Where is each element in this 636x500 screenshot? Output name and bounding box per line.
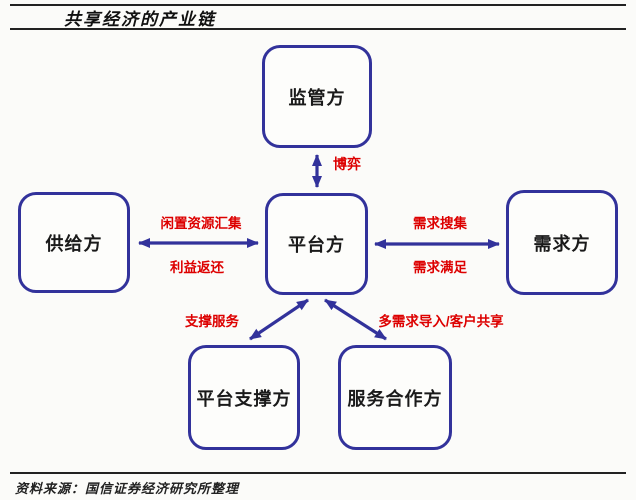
edge-label-multi-demand-import: 多需求导入/客户共享	[378, 314, 504, 329]
node-platform-support-label: 平台支撑方	[196, 388, 292, 409]
node-platform-support: 平台支撑方	[188, 345, 300, 450]
source-note: 资料来源：国信证券经济研究所整理	[15, 481, 240, 496]
edge-label-demand-collection: 需求搜集	[413, 216, 467, 231]
edge-label-benefit-return: 利益返还	[170, 260, 224, 275]
edge-platform-partner	[324, 298, 387, 341]
node-platform: 平台方	[265, 193, 368, 295]
title-underline	[10, 28, 626, 30]
page-title: 共享经济的产业链	[64, 10, 216, 29]
node-demander: 需求方	[506, 190, 618, 295]
node-service-partner-label: 服务合作方	[347, 388, 443, 409]
top-rule-line	[10, 4, 626, 6]
node-regulator: 监管方	[262, 45, 372, 148]
bottom-rule-line	[10, 472, 626, 474]
edge-label-game: 博弈	[333, 156, 361, 172]
node-platform-label: 平台方	[288, 235, 345, 255]
edge-label-support-service: 支撑服务	[185, 314, 239, 329]
node-demander-label: 需求方	[533, 233, 591, 254]
edge-label-demand-satisfaction: 需求满足	[413, 260, 467, 275]
edge-label-idle-resource-pooling: 闲置资源汇集	[160, 216, 242, 231]
node-supplier-label: 供给方	[45, 233, 103, 254]
edge-platform-support	[249, 298, 309, 341]
node-regulator-label: 监管方	[288, 87, 346, 108]
node-service-partner: 服务合作方	[338, 345, 452, 450]
node-supplier: 供给方	[18, 192, 130, 293]
